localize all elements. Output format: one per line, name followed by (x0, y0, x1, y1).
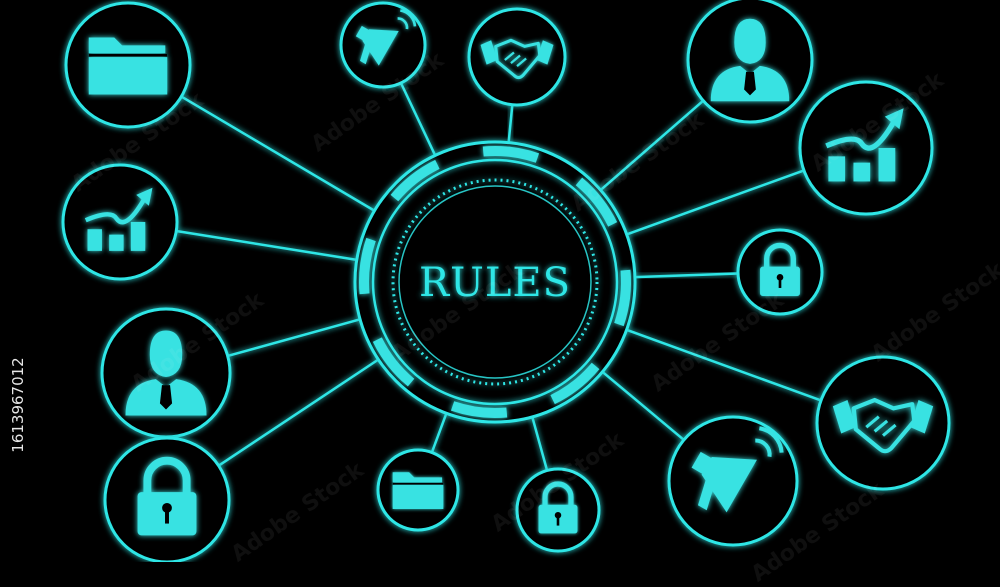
lock-icon (538, 481, 578, 534)
node-handshake-right (815, 355, 951, 491)
hub-chip-segment (450, 401, 508, 419)
stock-image-id-text: 1613967012 (9, 357, 27, 453)
growth-chart-icon (825, 108, 904, 182)
icon-nodes (61, 0, 951, 562)
hub-chip-segment (482, 146, 540, 163)
connector-node-folder-bottom (430, 412, 448, 453)
hub-chip-segment (550, 362, 600, 405)
stock-image-id: 1613967012 (8, 320, 28, 490)
hub-chip-segment (372, 337, 415, 387)
growth-chart-icon (84, 187, 153, 251)
lock-icon (137, 456, 197, 536)
node-folder-bottom (376, 448, 460, 532)
node-folder-top-left (64, 1, 192, 129)
node-megaphone-bottom-right (667, 415, 799, 547)
hub-chip-segment (390, 159, 440, 202)
connector-node-megaphone-bottom-right (601, 370, 685, 441)
node-person-top-right (686, 0, 814, 124)
connector-node-lock-bottom-left (217, 358, 380, 467)
hub-chip-segment (358, 237, 376, 295)
person-icon (125, 330, 207, 416)
node-growth-right (798, 80, 934, 216)
hub-chip-segment (575, 177, 618, 227)
connector-node-lock-right (634, 272, 739, 279)
lock-icon (760, 242, 800, 296)
connector-node-person-top-right (599, 99, 705, 192)
folder-icon (88, 37, 168, 95)
connector-node-folder-top-left (180, 95, 376, 212)
megaphone-icon (691, 426, 784, 513)
connector-node-lock-bottom (531, 416, 549, 471)
node-megaphone-top (339, 1, 427, 89)
hub-chip-segment (614, 269, 631, 327)
connector-node-person-left (227, 318, 361, 358)
node-lock-bottom (515, 467, 601, 553)
handshake-icon (832, 397, 934, 454)
connector-node-growth-left (176, 229, 357, 262)
hub-inner-ring (371, 158, 619, 406)
megaphone-icon (355, 9, 417, 66)
rules-network-diagram: RULES (61, 0, 951, 562)
node-lock-right (736, 228, 824, 316)
connector-node-megaphone-top (399, 82, 437, 156)
connector-lines (176, 82, 822, 471)
node-growth-left (61, 163, 179, 281)
node-person-left (100, 307, 232, 439)
connector-node-handshake-top (507, 104, 514, 143)
hub-outer-ring (353, 140, 637, 424)
node-handshake-top (467, 7, 567, 107)
hub-dotted-ring (391, 178, 599, 386)
rules-label: RULES (419, 260, 571, 306)
node-lock-bottom-left (103, 436, 231, 562)
handshake-icon (480, 38, 554, 80)
hub-core-ring (398, 185, 592, 379)
person-icon (710, 18, 790, 102)
folder-icon (392, 472, 444, 509)
connector-node-growth-right (626, 169, 805, 236)
rules-hub: RULES (353, 140, 637, 424)
connector-node-handshake-right (626, 328, 822, 402)
